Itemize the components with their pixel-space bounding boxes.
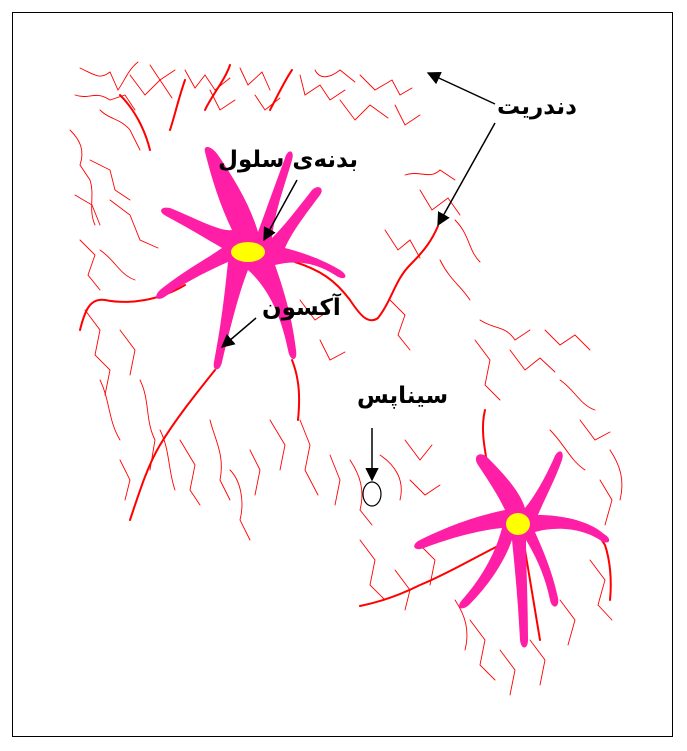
- nucleus-top: [231, 242, 265, 262]
- neuron-soma-top: [156, 147, 345, 370]
- neuron-soma-bottom: [414, 451, 609, 647]
- synapse-label: سیناپس: [357, 385, 448, 408]
- cell-body-label: بدنه‌ی سلول: [218, 149, 358, 172]
- axon-label: آکسون: [262, 297, 341, 320]
- synapse-circle: [363, 482, 381, 506]
- dendrite-arrow-1: [428, 73, 495, 104]
- dendrite-network-top: [70, 62, 480, 610]
- nucleus-bottom: [506, 513, 530, 535]
- dendrite-label: دندریت: [497, 96, 577, 119]
